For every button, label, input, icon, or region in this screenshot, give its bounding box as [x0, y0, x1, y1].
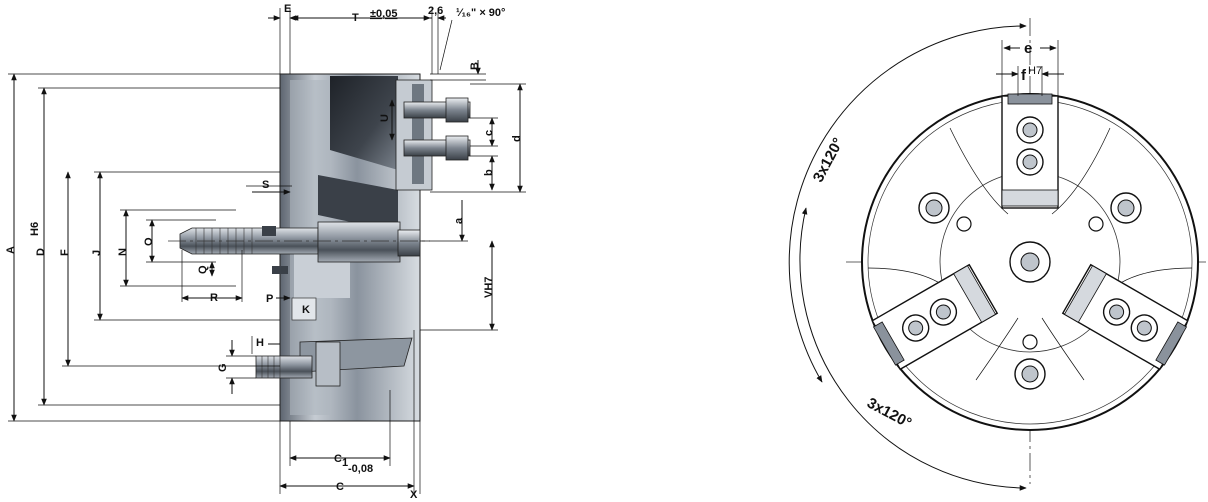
label-C1-tolerance: -0,08 [348, 463, 373, 475]
side-labels: E T ±0,05 2,6 ¹⁄₁₆" × 90° B U c d b S a … [5, 3, 523, 501]
dimension-lines [8, 8, 526, 494]
label-E: E [284, 3, 291, 15]
label-F: F [59, 249, 71, 256]
label-O: O [143, 237, 155, 246]
label-C: C [336, 481, 344, 493]
label-N: N [117, 248, 129, 256]
label-S: S [262, 179, 269, 191]
label-U: U [379, 114, 391, 122]
label-X: X [410, 489, 418, 501]
label-D: D [35, 248, 47, 256]
jaw-bolt-upper [403, 97, 471, 123]
label-f: f [1021, 67, 1027, 84]
label-Q: Q [197, 265, 209, 274]
side-view: E T ±0,05 2,6 ¹⁄₁₆" × 90° B U c d b S a … [5, 3, 526, 501]
label-chamfer: ¹⁄₁₆" × 90° [456, 7, 505, 19]
label-C1: C [334, 453, 342, 465]
label-D-fit: H6 [29, 222, 41, 236]
label-b: b [483, 169, 495, 176]
label-angle-left: 3x120° [810, 135, 847, 185]
label-a: a [453, 217, 465, 224]
jaw-bolt-lower [403, 135, 471, 161]
label-H: H [256, 337, 264, 349]
label-c: c [483, 130, 495, 136]
label-J: J [91, 250, 103, 256]
label-e: e [1024, 40, 1032, 57]
front-view: e f H7 3x120° 3x120° [788, 18, 1206, 491]
label-C1-sub: 1 [342, 457, 348, 469]
label-B: B [469, 62, 481, 70]
label-R: R [210, 292, 218, 304]
jaw-lower-left [1061, 263, 1189, 371]
label-T: T [352, 12, 359, 24]
label-f-fit: H7 [1028, 65, 1042, 77]
label-G: G [217, 363, 229, 372]
jaw-top [1001, 93, 1059, 209]
label-VH7: VH7 [483, 277, 495, 298]
label-K: K [302, 304, 310, 316]
label-A: A [5, 246, 17, 254]
label-d: d [511, 135, 523, 142]
label-P: P [266, 293, 273, 305]
label-2-6: 2,6 [428, 5, 443, 17]
mounting-bolt [255, 355, 313, 379]
label-tolerance: ±0,05 [370, 8, 397, 20]
